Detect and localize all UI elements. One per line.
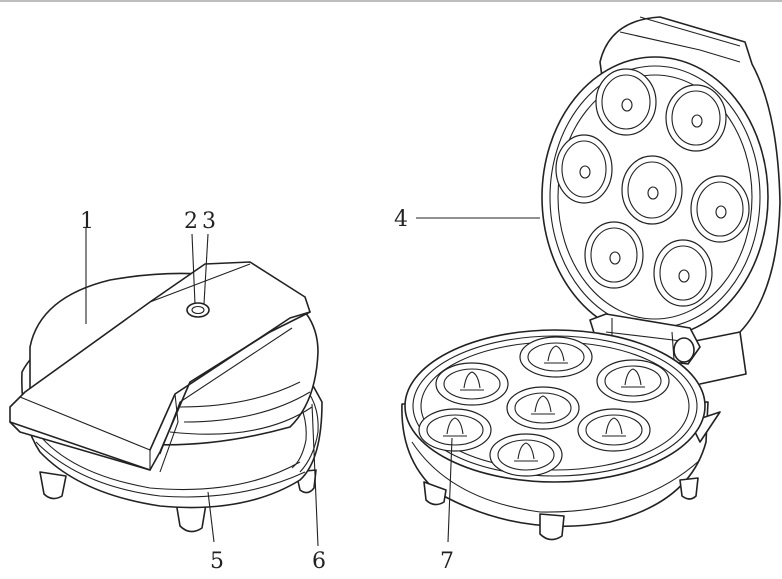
callout-5: 5 <box>210 549 224 574</box>
callout-2: 2 <box>184 209 198 234</box>
closed-appliance <box>9 228 323 547</box>
callout-4: 4 <box>394 207 408 232</box>
base-foot-left <box>423 481 447 506</box>
lower-molds <box>418 336 670 477</box>
indicator-light <box>186 302 210 318</box>
callout-6: 6 <box>312 549 326 574</box>
base-foot-right <box>679 477 699 500</box>
base-foot-front <box>539 513 565 541</box>
front-foot-mid <box>175 501 207 533</box>
callout-1: 1 <box>80 209 94 234</box>
front-foot-left <box>39 471 67 500</box>
lid-handle <box>9 261 311 471</box>
callout-7: 7 <box>440 549 454 574</box>
callout-3: 3 <box>202 209 216 234</box>
open-appliance <box>401 16 781 543</box>
upper-cavities <box>555 68 750 307</box>
